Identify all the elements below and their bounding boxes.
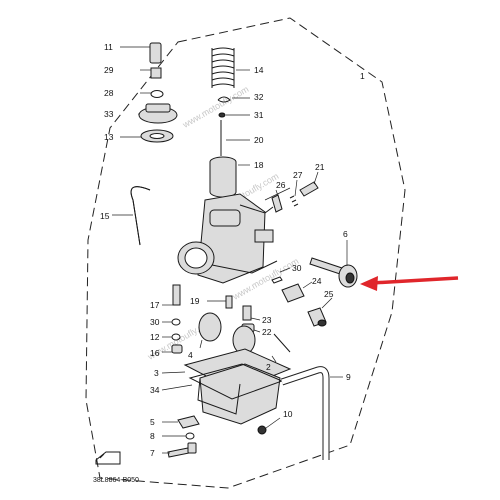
part-7-screw: [162, 442, 197, 458]
callout-10: 10: [283, 409, 293, 419]
part-27-spring: [289, 179, 299, 207]
callout-7: 7: [150, 448, 155, 458]
callout-16: 16: [150, 348, 160, 358]
part-17-screw: [162, 284, 181, 306]
part-9-overflow-hose: [280, 366, 343, 460]
highlight-arrow: [360, 276, 459, 291]
callout-21: 21: [315, 162, 325, 172]
callout-19: 19: [190, 296, 200, 306]
callout-12: 12: [150, 332, 160, 342]
part-4-float: [198, 312, 256, 355]
part-20-jet-needle: [220, 120, 250, 156]
callout-30-left: 30: [150, 317, 160, 327]
drawing-code: 38L8864-B050: [93, 477, 139, 484]
part-19-screw: [207, 295, 233, 309]
callout-13: 13: [104, 132, 114, 142]
callout-34: 34: [150, 385, 160, 395]
callout-33: 33: [104, 109, 114, 119]
part-25-main-jet: [307, 297, 333, 327]
part-15-hose: [112, 186, 151, 246]
callout-6: 6: [343, 229, 348, 239]
part-6-needle-jet: [309, 240, 358, 288]
part-11-cap: [120, 42, 162, 64]
part-30-washer-right: [271, 267, 291, 284]
part-2-pin: [271, 333, 291, 363]
carburetor-body: [177, 187, 291, 284]
callout-20: 20: [254, 135, 264, 145]
callout-5: 5: [150, 417, 155, 427]
callout-15: 15: [100, 211, 110, 221]
part-3-float-chamber: [161, 348, 292, 425]
callout-8: 8: [150, 431, 155, 441]
part-28-ring: [140, 90, 164, 98]
callout-17: 17: [150, 300, 160, 310]
part-30-washer-left: [162, 318, 181, 326]
callout-1: 1: [360, 71, 365, 81]
callout-2: 2: [266, 362, 271, 372]
part-8-washer: [162, 432, 195, 440]
callout-32: 32: [254, 92, 264, 102]
callout-23: 23: [262, 315, 272, 325]
part-10-drain-screw: [257, 417, 281, 435]
callout-25: 25: [324, 289, 334, 299]
callout-30-right: 30: [292, 263, 302, 273]
callout-24: 24: [312, 276, 322, 286]
part-14-spring: [211, 47, 250, 88]
callout-3: 3: [154, 368, 159, 378]
callout-9: 9: [346, 372, 351, 382]
callout-11: 11: [104, 42, 113, 52]
callout-28: 28: [104, 88, 114, 98]
part-29: [140, 67, 162, 79]
callout-18: 18: [254, 160, 264, 170]
part-24-pilot-jet: [281, 281, 313, 303]
callout-22: 22: [262, 327, 272, 337]
assembly-frame: [85, 17, 406, 489]
part-13-washer: [120, 129, 174, 143]
callout-26: 26: [276, 180, 286, 190]
callout-14: 14: [254, 65, 264, 75]
fuel-symbol-icon: [95, 451, 121, 465]
part-21-screw: [299, 171, 319, 197]
callout-31: 31: [254, 110, 264, 120]
part-5-screw-plate: [162, 415, 200, 429]
part-26-screw: [271, 189, 283, 213]
part-23-jet: [242, 305, 261, 321]
part-16-plug: [162, 344, 183, 354]
watermark-1: www.motoufly.com: [180, 84, 250, 130]
part-12-ring: [162, 333, 181, 341]
part-32-clip: [217, 96, 250, 103]
part-31-ring: [218, 112, 250, 118]
part-33-cap-nut: [138, 103, 178, 124]
callout-27: 27: [293, 170, 303, 180]
callout-4: 4: [188, 350, 193, 360]
callout-29: 29: [104, 65, 114, 75]
